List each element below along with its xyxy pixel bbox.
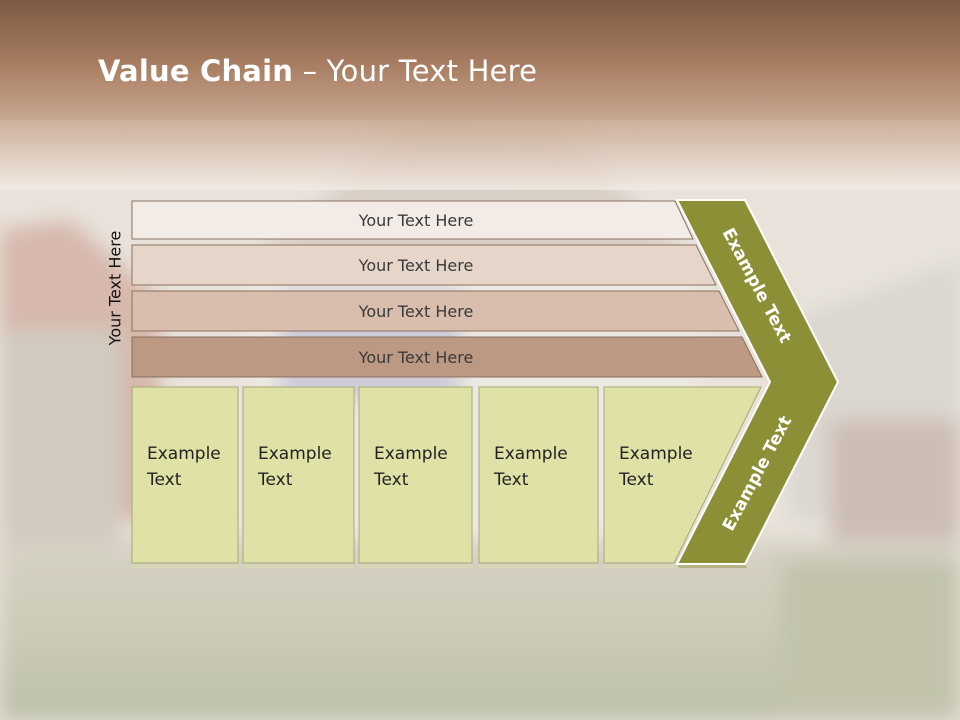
support-box-label-line2: Text xyxy=(493,470,529,490)
support-box-label-line1: Example xyxy=(147,444,221,464)
reflection-box-label-line1: Example xyxy=(147,664,221,684)
activity-bar xyxy=(131,244,717,286)
activity-bar xyxy=(131,200,694,240)
reflection-box xyxy=(132,565,238,720)
activity-bar xyxy=(131,336,763,378)
activity-bar xyxy=(131,290,740,332)
support-box-label-line2: Text xyxy=(146,470,182,490)
reflection-box-label-line2: Text xyxy=(618,638,654,658)
reflection-box xyxy=(243,565,354,720)
support-box xyxy=(131,386,239,564)
reflection-box-label-line1: Example xyxy=(258,664,332,684)
support-box-label-line2: Text xyxy=(257,470,293,490)
reflection-chevron xyxy=(677,564,825,720)
reflection-box-label-line2: Text xyxy=(373,638,409,658)
reflection-box xyxy=(604,565,751,720)
support-box xyxy=(603,386,762,564)
chevron-arrow xyxy=(675,199,840,565)
support-box-label-line1: Example xyxy=(258,444,332,464)
reflection-box-label-line2: Text xyxy=(257,638,293,658)
reflection-box-label-line2: Text xyxy=(493,638,529,658)
activity-bar-label: Your Text Here xyxy=(358,211,474,230)
support-box xyxy=(242,386,355,564)
support-box-label-line2: Text xyxy=(618,470,654,490)
support-box-label-line1: Example xyxy=(619,444,693,464)
support-box-label-line2: Text xyxy=(373,470,409,490)
reflection-box-label-line1: Example xyxy=(619,664,693,684)
activity-bar-label: Your Text Here xyxy=(358,348,474,367)
reflection-box xyxy=(359,565,472,720)
support-box xyxy=(478,386,599,564)
support-box-label-line1: Example xyxy=(374,444,448,464)
reflection-box-label-line1: Example xyxy=(494,664,568,684)
reflection-box-label-line2: Text xyxy=(146,638,182,658)
support-box xyxy=(358,386,473,564)
activity-bar-label: Your Text Here xyxy=(358,302,474,321)
title-rest: – Your Text Here xyxy=(293,54,538,88)
reflection-box-label-line1: Example xyxy=(374,664,448,684)
slide-title: Value Chain – Your Text Here xyxy=(98,54,537,88)
title-bold: Value Chain xyxy=(98,54,294,88)
reflection-box xyxy=(479,565,598,720)
support-box-label-line1: Example xyxy=(494,444,568,464)
activity-bar-label: Your Text Here xyxy=(358,256,474,275)
